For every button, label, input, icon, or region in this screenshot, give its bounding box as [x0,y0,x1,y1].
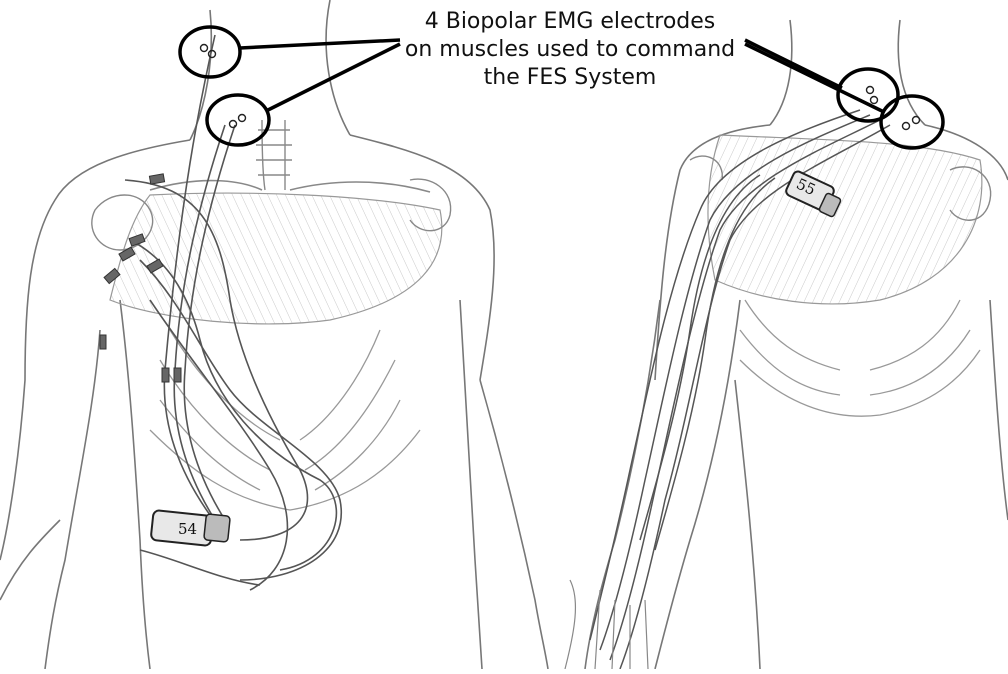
callout-circle-shoulder-right [881,96,943,148]
left-implant: 54 [151,510,231,546]
annotation-line-1: 4 Biopolar EMG electrodes [395,10,745,34]
left-figure [0,0,548,669]
right-ribcage [740,300,980,416]
callout-circle-shoulder-left [207,95,269,145]
left-pectoral [110,193,442,324]
right-pectoral [708,135,982,304]
implant-label-left: 54 [178,520,197,538]
annotation-line-3: the FES System [395,66,745,90]
annotation-line-2: on muscles used to command [395,38,745,62]
right-hand [565,580,648,669]
left-spine [256,120,292,190]
